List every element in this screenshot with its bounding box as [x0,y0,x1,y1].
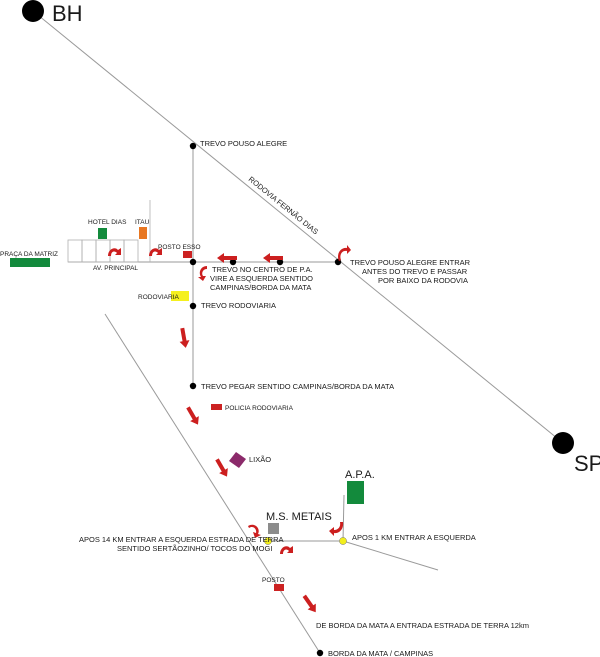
u-turn-arrow-icon [248,524,261,538]
trevo-campinas-dot [189,382,197,390]
rodovia-fernao-dias-road [32,10,564,444]
u-turn-arrow-icon [329,522,344,536]
lixao-label: LIXÃO [249,455,271,464]
praca-da-matriz-label: PRAÇA DA MATRIZ [0,251,58,258]
centro-label-1: TREVO NO CENTRO DE P.A. [212,265,313,274]
apa-entry-dot [339,537,347,545]
policia-rodoviaria-marker [211,404,222,410]
bh-label: BH [52,1,83,26]
pa-label-2: ANTES DO TREVO E PASSAR [362,267,468,276]
rodovia-label: RODOVIA FERNÃO DIAS [247,175,320,237]
u-turn-arrow-icon [108,248,121,256]
down-arrow-icon [186,406,199,425]
centro-label-3: CAMPINAS/BORDA DA MATA [210,283,311,292]
apos1-label: APOS 1 KM ENTRAR A ESQUERDA [352,533,476,542]
sp-marker [552,432,574,454]
rodoviaria-dot [189,302,197,310]
bh-marker [22,0,44,22]
policia-label: POLICIA RODOVIARIA [225,405,294,412]
rodoviaria-marker [171,291,189,301]
dirt-road-east [342,540,439,571]
hotel-dias-marker [98,228,107,239]
junction-dot-2 [276,258,284,266]
sp-label: SP [574,451,600,476]
left-arrow-icon [217,253,237,263]
trevo-pouso-alegre-dot [189,142,197,150]
centro-dot [189,258,197,266]
ms-metais-marker [268,523,279,534]
u-turn-arrow-icon [149,248,162,256]
dirt-road-entry-dot [264,537,272,545]
posto-esso-marker [183,251,192,258]
borda-terra-label: DE BORDA DA MATA A ENTRADA ESTRADA DE TE… [316,621,529,630]
campinas-road [104,313,321,654]
left-arrow-icon [263,253,283,263]
pa-label-3: POR BAIXO DA RODOVIA [378,276,468,285]
apos14-label-1: APOS 14 KM ENTRAR A ESQUERDA ESTRADA DE … [79,535,284,544]
itau-marker [139,227,147,239]
borda-campinas-label: BORDA DA MATA / CAMPINAS [328,649,433,657]
pa-label-1: TREVO POUSO ALEGRE ENTRAR [350,258,471,267]
down-arrow-icon [302,594,316,613]
ms-metais-label: M.S. METAIS [266,511,332,523]
trevo-pouso-alegre-label: TREVO POUSO ALEGRE [200,139,287,148]
down-arrow-icon [215,458,228,477]
u-turn-arrow-icon [280,546,293,554]
apos14-label-2: SENTIDO SERTÃOZINHO/ TOCOS DO MOGI [117,544,272,553]
apa-label: A.P.A. [345,469,375,481]
posto-label: POSTO [262,577,285,584]
trevo-rodoviaria-label: TREVO RODOVIARIA [201,301,276,310]
centro-label-2: VIRE A ESQUERDA SENTIDO [210,274,313,283]
rodoviaria-label: RODOVIARIA [138,294,179,301]
trevo-pegar-label: TREVO PEGAR SENTIDO CAMPINAS/BORDA DA MA… [201,382,394,391]
hotel-dias-label: HOTEL DIAS [88,219,127,226]
praca-da-matriz-marker [10,258,50,267]
posto-esso-label: POSTO ESSO [158,244,201,251]
posto-marker [274,584,284,591]
itau-label: ITAU [135,219,150,226]
apa-marker [347,481,364,504]
down-arrow-icon [179,327,190,348]
apa-access-road [342,494,345,542]
borda-da-mata-dot [316,649,324,657]
u-turn-arrow-icon [337,245,351,261]
junction-dot-1 [229,258,237,266]
u-turn-arrow-icon [198,266,207,281]
lixao-marker [229,452,246,468]
av-principal-label: AV. PRINCIPAL [93,265,138,272]
